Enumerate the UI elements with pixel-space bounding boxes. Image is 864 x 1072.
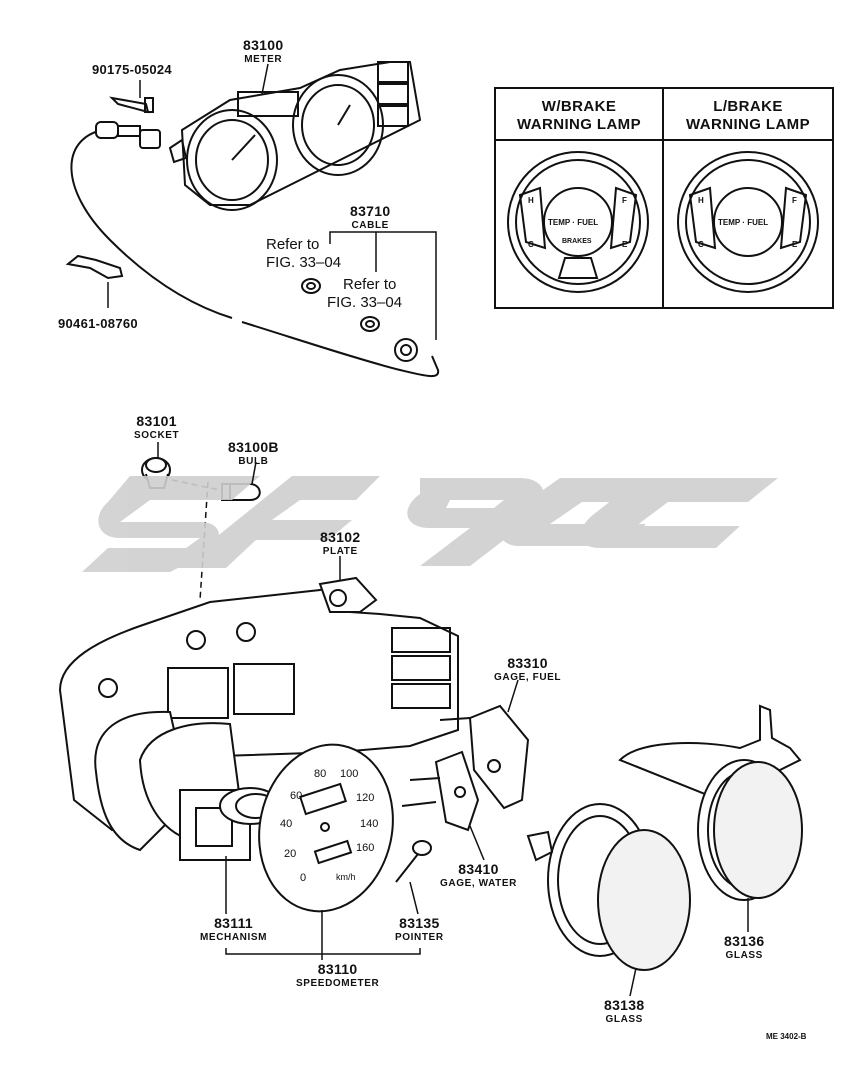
refer-note-1: Refer to FIG. 33–04 — [266, 236, 341, 272]
variant-header-left: W/BRAKE WARNING LAMP — [497, 98, 661, 134]
cable-bracket — [329, 231, 437, 340]
label-plate-number: 83102 — [320, 529, 361, 545]
speedo-tick-160: 160 — [356, 842, 375, 854]
label-mechanism: 83111 MECHANISM — [200, 916, 267, 943]
washer-drawing — [301, 278, 380, 332]
label-glass-right: 83136 GLASS — [724, 934, 764, 961]
speedo-tick-0: 0 — [300, 872, 307, 884]
variant-gauge-right — [677, 151, 819, 293]
label-plate: 83102 PLATE — [320, 530, 360, 557]
variant-left-mark-e: E — [622, 240, 628, 249]
speedo-tick-60: 60 — [290, 790, 303, 802]
label-cable: 83710 CABLE — [350, 204, 390, 231]
refer-note-1-line1: Refer to — [266, 236, 320, 253]
label-glass-left-number: 83138 — [604, 997, 645, 1013]
variant-left-brakes-label: BRAKES — [562, 238, 592, 245]
variant-right-mark-e: E — [792, 240, 798, 249]
label-meter-name: METER — [244, 54, 283, 65]
label-bulb: 83100B BULB — [228, 440, 279, 467]
variant-right-gauge-label: TEMP · FUEL — [718, 218, 769, 227]
label-gage-water-number: 83410 — [458, 861, 499, 877]
label-speedometer-name: SPEEDOMETER — [296, 978, 380, 989]
variant-header-left-line1: W/BRAKE — [541, 98, 617, 115]
label-cable-number: 83710 — [350, 203, 391, 219]
variant-table-frame — [494, 87, 834, 309]
label-plate-name: PLATE — [322, 546, 358, 557]
document-code: ME 3402-B — [766, 1032, 807, 1041]
speedometer-dial-drawing — [258, 743, 394, 913]
variant-header-left-line2: WARNING LAMP — [517, 116, 641, 133]
watermark-logo — [82, 476, 778, 572]
glass-left-lens — [597, 829, 691, 971]
label-socket: 83101 SOCKET — [134, 414, 179, 441]
variant-left-gauge-label: TEMP · FUEL — [548, 218, 599, 227]
label-cable-name: CABLE — [351, 220, 389, 231]
variant-header-right: L/BRAKE WARNING LAMP — [665, 98, 831, 134]
variant-right-mark-f: F — [792, 196, 797, 205]
refer-note-2: Refer to FIG. 33–04 — [327, 276, 402, 312]
speedo-unit: km/h — [336, 872, 356, 882]
label-glass-right-name: GLASS — [725, 950, 763, 961]
speedo-tick-80: 80 — [314, 768, 327, 780]
label-bolt: 90175-05024 — [92, 62, 172, 78]
label-mechanism-name: MECHANISM — [200, 932, 268, 943]
meter-assembly-drawing — [168, 61, 422, 211]
label-pointer: 83135 POINTER — [395, 916, 444, 943]
refer-note-1-line2: FIG. 33–04 — [266, 254, 342, 271]
label-gage-water-name: GAGE, WATER — [440, 878, 517, 889]
refer-note-2-line2: FIG. 33–04 — [327, 294, 403, 311]
variant-right-mark-c: C — [698, 240, 704, 249]
clamp-drawing — [65, 254, 124, 280]
speedo-tick-20: 20 — [284, 848, 297, 860]
label-meter-number: 83100 — [243, 37, 284, 53]
label-bolt-number: 90175-05024 — [92, 62, 172, 77]
label-socket-number: 83101 — [136, 413, 177, 429]
speedo-tick-40: 40 — [280, 818, 293, 830]
pointer-drawing — [395, 840, 432, 883]
bolt-drawing — [109, 96, 154, 114]
variant-left-mark-h: H — [528, 196, 534, 205]
variant-left-mark-c: C — [528, 240, 534, 249]
speedo-tick-140: 140 — [360, 818, 379, 830]
label-glass-left: 83138 GLASS — [604, 998, 644, 1025]
speedo-tick-120: 120 — [356, 792, 375, 804]
label-meter: 83100 METER — [243, 38, 283, 65]
variant-header-right-line2: WARNING LAMP — [686, 116, 810, 133]
label-gage-fuel-number: 83310 — [507, 655, 548, 671]
label-gage-fuel: 83310 GAGE, FUEL — [494, 656, 561, 683]
leader-lines-bottom — [157, 442, 749, 997]
label-bulb-name: BULB — [238, 456, 269, 467]
label-speedometer: 83110 SPEEDOMETER — [296, 962, 379, 989]
label-bulb-number: 83100B — [228, 439, 279, 455]
label-glass-left-name: GLASS — [605, 1014, 643, 1025]
label-glass-right-number: 83136 — [724, 933, 765, 949]
leader-lines-top — [107, 63, 269, 308]
label-speedometer-number: 83110 — [317, 961, 358, 977]
mechanism-drawing — [179, 787, 281, 861]
label-gage-water: 83410 GAGE, WATER — [440, 862, 517, 889]
label-mechanism-number: 83111 — [214, 915, 253, 931]
label-socket-name: SOCKET — [134, 430, 180, 441]
label-clamp: 90461-08760 — [58, 316, 138, 332]
cable-drawing — [70, 121, 440, 377]
variant-gauge-left — [507, 151, 649, 293]
water-gage-drawing — [401, 750, 480, 832]
label-clamp-number: 90461-08760 — [58, 316, 138, 331]
label-pointer-number: 83135 — [399, 915, 440, 931]
label-pointer-name: POINTER — [395, 932, 444, 943]
fuel-gage-drawing — [439, 704, 530, 810]
label-gage-fuel-name: GAGE, FUEL — [494, 672, 562, 683]
variant-right-mark-h: H — [698, 196, 704, 205]
speedo-tick-100: 100 — [340, 768, 359, 780]
refer-note-2-line1: Refer to — [343, 276, 397, 293]
variant-left-mark-f: F — [622, 196, 627, 205]
variant-header-right-line1: L/BRAKE — [713, 98, 783, 115]
glass-right-lens — [713, 761, 803, 899]
